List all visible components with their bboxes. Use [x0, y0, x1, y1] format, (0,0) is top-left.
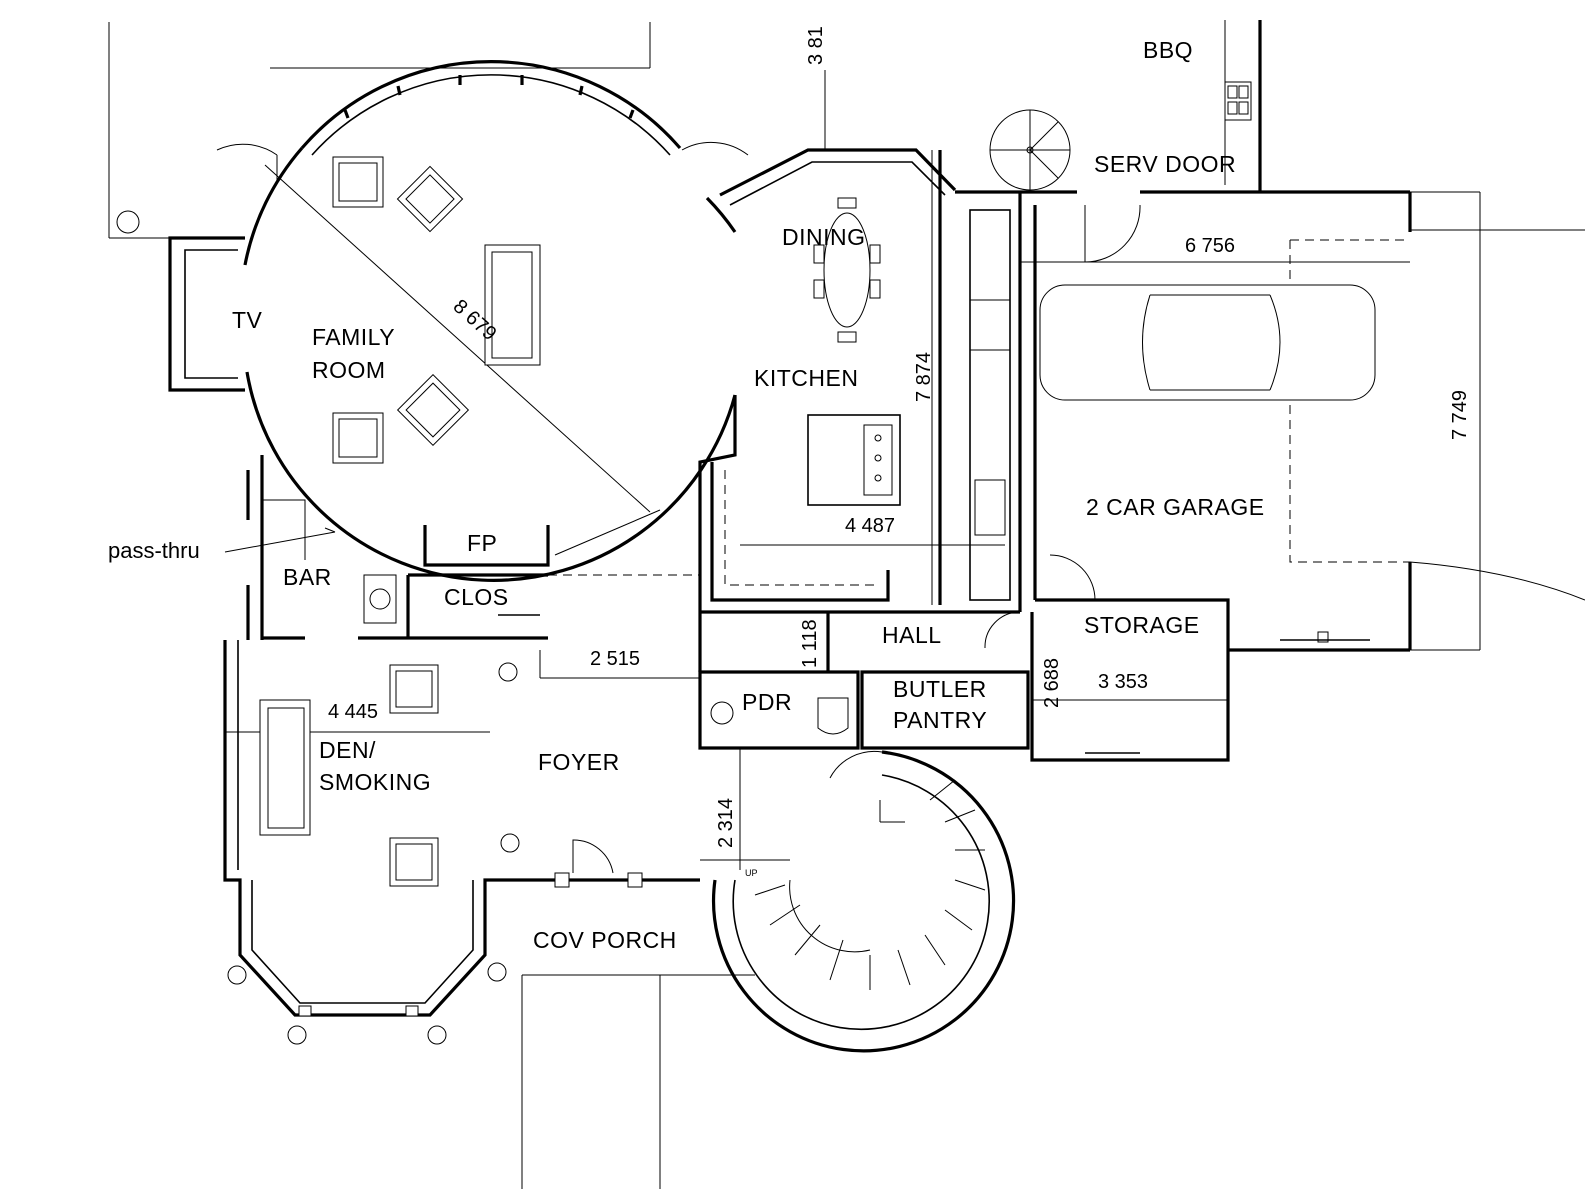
window-marks: [1085, 631, 1370, 754]
kitchen-walls: [698, 148, 1410, 614]
dim-7749: 7 749: [1449, 390, 1471, 440]
den-label-1: DEN/: [319, 737, 376, 763]
pdr-label: PDR: [742, 689, 792, 715]
family-room-label-2: ROOM: [312, 357, 386, 383]
dim-1118: 1 118: [799, 619, 821, 668]
dim-3353: 3 353: [1098, 671, 1148, 693]
dim-6756: 6 756: [1185, 235, 1235, 257]
main-staircase: [700, 750, 1016, 1053]
dining-label: DINING: [782, 224, 866, 250]
tv-label: TV: [232, 307, 263, 333]
den-label-2: SMOKING: [319, 769, 431, 795]
stair-up-label: UP: [745, 868, 758, 878]
storage-label: STORAGE: [1084, 612, 1200, 638]
dim-2688: 2 688: [1041, 658, 1063, 708]
garage-label: 2 CAR GARAGE: [1086, 494, 1265, 520]
butler-label-1: BUTLER: [893, 676, 987, 702]
clos-label: CLOS: [444, 584, 509, 610]
dim-7874: 7 874: [913, 352, 935, 402]
family-room-walls: [168, 60, 749, 582]
hall-label: HALL: [882, 622, 942, 648]
bbq-label: BBQ: [1143, 37, 1193, 63]
foyer-label: FOYER: [538, 749, 620, 775]
fp-label: FP: [467, 530, 497, 556]
dim-4445: 4 445: [328, 701, 378, 723]
kitchen-label: KITCHEN: [754, 365, 858, 391]
room-labels: BBQ SERV DOOR DINING TV FAMILY ROOM KITC…: [108, 37, 1265, 953]
dim-4487: 4 487: [845, 515, 895, 537]
service-walls: [540, 598, 1230, 870]
bar-label: BAR: [283, 564, 332, 590]
garage-walls: [1018, 191, 1585, 652]
butler-label-2: PANTRY: [893, 707, 987, 733]
spiral-stair-outdoor: [989, 109, 1071, 191]
dim-2515: 2 515: [590, 648, 640, 670]
family-furniture: [332, 156, 541, 464]
pass-thru-label: pass-thru: [108, 538, 200, 563]
bar-clos-walls: [224, 455, 700, 640]
serv-door-label: SERV DOOR: [1094, 151, 1236, 177]
dim-381: 3 81: [805, 26, 827, 65]
bbq-grill: [1224, 81, 1252, 121]
family-room-label-1: FAMILY: [312, 324, 395, 350]
cov-porch-label: COV PORCH: [533, 927, 677, 953]
column-circle: [116, 210, 140, 234]
dim-2314: 2 314: [715, 798, 737, 848]
den-foyer-walls: [223, 640, 755, 1045]
